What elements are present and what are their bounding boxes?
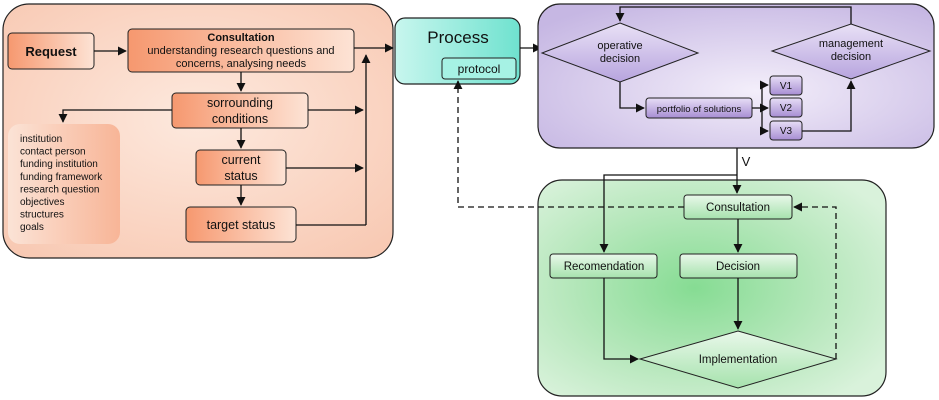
target-label: target status xyxy=(207,218,276,232)
management-decision-diamond: management decision xyxy=(770,23,932,80)
operative-decision-diamond: operative decision xyxy=(540,22,700,83)
conditions-list-item: structures xyxy=(20,210,64,221)
v2-label: V2 xyxy=(780,103,793,114)
implementation-label: Implementation xyxy=(699,354,778,366)
decision-label: Decision xyxy=(716,261,760,273)
sorrounding-line1: sorrounding xyxy=(207,96,273,110)
v3-box: V3 xyxy=(769,120,803,141)
conditions-list-item: funding framework xyxy=(20,172,103,183)
portfolio-label: portfolio of solutions xyxy=(657,104,742,115)
portfolio-box: portfolio of solutions xyxy=(645,97,753,119)
implementation-feedback-dashed-arrow xyxy=(793,202,837,359)
green-consultation-box: Consultation xyxy=(683,194,793,220)
consultation-box: Consultation understanding research ques… xyxy=(127,28,355,73)
v1-label: V1 xyxy=(780,81,793,92)
green-consultation-label: Consultation xyxy=(706,202,770,214)
sorrounding-conditions-box: sorrounding conditions xyxy=(171,92,309,129)
process-box: Process protocol xyxy=(394,17,521,85)
operative-line1: operative xyxy=(597,40,642,52)
decision-panel: operative decision management decision p… xyxy=(537,3,935,149)
operative-to-portfolio-arrow xyxy=(619,82,645,113)
sorrounding-line2: conditions xyxy=(212,112,268,126)
request-box: Request xyxy=(7,32,95,70)
process-title: Process xyxy=(427,28,488,47)
operative-line2: decision xyxy=(600,53,640,65)
conditions-list-item: objectives xyxy=(20,197,64,208)
management-line1: management xyxy=(819,38,883,50)
consultation-line2: concerns, analysing needs xyxy=(176,58,307,70)
current-status-box: current status xyxy=(195,149,287,186)
recomendation-to-implementation-arrow xyxy=(603,278,639,364)
protocol-label: protocol xyxy=(458,62,501,76)
recomendation-box: Recomendation xyxy=(549,253,658,279)
implementation-diamond: Implementation xyxy=(638,330,838,389)
consultation-panel: Request Consultation understanding resea… xyxy=(2,3,394,259)
v3-label: V3 xyxy=(780,126,793,137)
consultation-line1: understanding research questions and xyxy=(147,45,334,57)
request-label: Request xyxy=(25,44,77,59)
v2-box: V2 xyxy=(769,97,803,118)
conditions-list-item: contact person xyxy=(20,147,86,158)
sorrounding-to-list-arrow xyxy=(58,109,172,123)
current-line1: current xyxy=(222,153,261,167)
conditions-list-item: funding institution xyxy=(20,159,98,170)
target-status-box: target status xyxy=(185,206,297,243)
consultation-title: Consultation xyxy=(207,32,274,44)
decision-box: Decision xyxy=(679,253,798,279)
v3-to-management-arrow xyxy=(802,80,856,132)
management-line2: decision xyxy=(831,51,871,63)
recomendation-label: Recomendation xyxy=(564,261,645,273)
implementation-panel: Consultation Recomendation Decision Impl… xyxy=(537,174,887,397)
conditions-list-item: goals xyxy=(20,222,44,233)
v1-box: V1 xyxy=(769,75,803,96)
conditions-list-item: institution xyxy=(20,134,62,145)
consultation-to-protocol-dashed-arrow xyxy=(453,80,684,208)
management-feedback-arrow xyxy=(615,6,852,24)
v-to-recomendation-arrow xyxy=(599,174,737,253)
connector-v-label: V xyxy=(742,154,751,169)
protocol-box: protocol xyxy=(441,57,517,80)
conditions-list-item: research question xyxy=(20,184,100,195)
current-line2: status xyxy=(224,169,257,183)
